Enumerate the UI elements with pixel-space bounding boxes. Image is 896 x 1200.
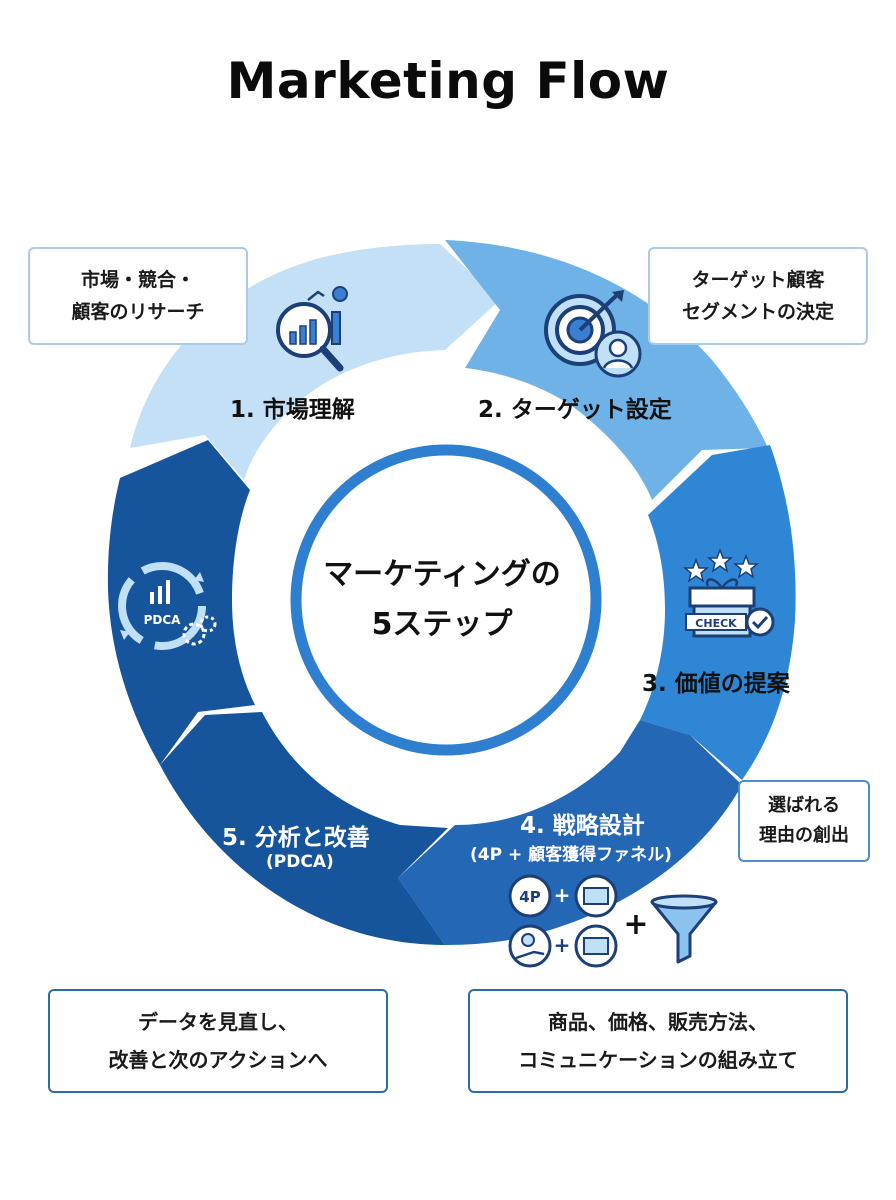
pdca-cycle-icon: PDCA: [118, 562, 217, 650]
step-1-label: 1. 市場理解: [230, 397, 355, 423]
gift-check-icon: CHECK: [682, 548, 775, 638]
note-strategy-line1: 商品、価格、販売方法、: [548, 1010, 768, 1034]
center-title-line2: 5ステップ: [371, 607, 513, 642]
4p-funnel-icon: 4P + + +: [508, 874, 718, 968]
segment-1-market: [130, 244, 500, 480]
note-strategy-line2: コミュニケーションの組み立て: [518, 1048, 798, 1072]
pdca-text: PDCA: [144, 613, 182, 627]
note-market-line2: 顧客のリサーチ: [71, 301, 205, 323]
note-strategy: 商品、価格、販売方法、 コミュニケーションの組み立て: [468, 989, 848, 1093]
center-title-line1: マーケティングの: [323, 557, 561, 592]
step-4-sublabel: (4P + 顧客獲得ファネル): [470, 845, 672, 865]
note-target-segment: ターゲット顧客 セグメントの決定: [648, 247, 868, 345]
note-target-line1: ターゲット顧客: [691, 269, 825, 291]
4p-text: 4P: [519, 888, 540, 906]
svg-text:+: +: [554, 933, 571, 957]
target-arrow-person-icon: [544, 290, 642, 378]
note-analysis-line1: データを見直し、: [138, 1010, 298, 1034]
step-2-label: 2. ターゲット設定: [478, 397, 672, 423]
step-4-label: 4. 戦略設計: [520, 813, 645, 839]
svg-text:+: +: [623, 907, 648, 942]
note-value-line1: 選ばれる: [768, 795, 840, 816]
note-analysis: データを見直し、 改善と次のアクションへ: [48, 989, 388, 1093]
note-value-reason: 選ばれる 理由の創出: [738, 780, 870, 862]
step-3-label: 3. 価値の提案: [642, 671, 790, 697]
note-market-line1: 市場・競合・: [80, 269, 195, 291]
note-market-research: 市場・競合・ 顧客のリサーチ: [28, 247, 248, 345]
segment-5-analysis: [107, 440, 256, 765]
page-title: Marketing Flow: [226, 52, 670, 110]
step-5-label: 5. 分析と改善: [222, 825, 370, 851]
note-target-line2: セグメントの決定: [681, 301, 834, 323]
magnifier-chart-icon: [276, 286, 348, 372]
note-value-line2: 理由の創出: [759, 825, 849, 846]
svg-text:+: +: [554, 883, 571, 907]
step-5-sublabel: (PDCA): [266, 852, 334, 872]
segment-4-strategy: [398, 720, 742, 945]
check-text: CHECK: [695, 617, 737, 630]
note-analysis-line2: 改善と次のアクションへ: [108, 1048, 328, 1072]
segment-5b-analysis: [160, 712, 448, 945]
center-title: マーケティングの 5ステップ: [292, 550, 592, 650]
